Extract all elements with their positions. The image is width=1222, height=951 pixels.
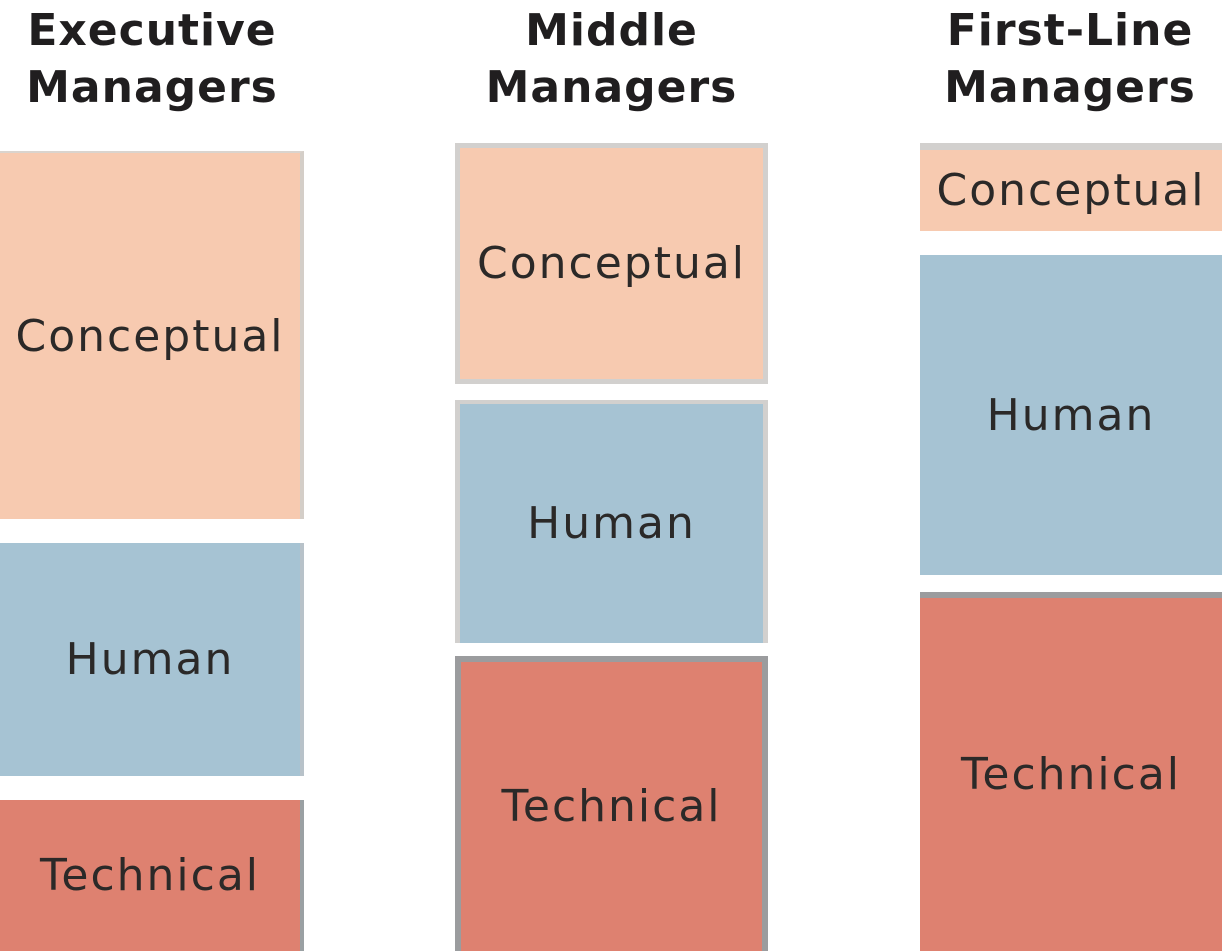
skill-box-fill: Technical — [0, 800, 300, 951]
skill-box-technical: Technical — [455, 656, 768, 951]
skill-box-label: Technical — [501, 781, 722, 832]
column-heading-first-line-managers: First-Line Managers — [918, 2, 1222, 116]
column-heading-executive-managers: Executive Managers — [0, 2, 304, 116]
skill-box-technical: Technical — [0, 800, 304, 951]
skill-box-label: Conceptual — [936, 165, 1206, 216]
skill-box-conceptual: Conceptual — [455, 143, 768, 384]
heading-line: Managers — [485, 62, 738, 113]
skill-box-label: Technical — [39, 850, 261, 901]
skill-box-fill: Conceptual — [920, 150, 1222, 231]
skill-box-label: Conceptual — [15, 310, 285, 362]
skill-box-label: Conceptual — [476, 238, 747, 289]
skill-box-conceptual: Conceptual — [920, 143, 1222, 231]
skill-box-label: Human — [65, 634, 235, 685]
skill-box-fill: Human — [920, 255, 1222, 575]
skill-box-human: Human — [920, 255, 1222, 575]
heading-line: Managers — [26, 62, 278, 113]
skill-box-fill: Human — [0, 543, 300, 776]
heading-line: First-Line — [946, 5, 1194, 56]
heading-line: Managers — [944, 62, 1196, 113]
skill-box-fill: Human — [460, 404, 763, 643]
skill-box-conceptual: Conceptual — [0, 151, 304, 519]
skill-box-fill: Conceptual — [0, 153, 300, 519]
skill-box-fill: Conceptual — [460, 148, 763, 379]
heading-line: Middle — [525, 5, 698, 56]
skill-box-label: Technical — [960, 749, 1182, 800]
skill-box-human: Human — [0, 543, 304, 776]
skill-box-technical: Technical — [920, 592, 1222, 951]
skill-box-label: Human — [527, 498, 696, 549]
skill-box-human: Human — [455, 400, 768, 643]
skill-box-fill: Technical — [461, 662, 762, 951]
heading-line: Executive — [27, 5, 277, 56]
skill-box-label: Human — [986, 389, 1156, 441]
skill-box-fill: Technical — [920, 598, 1222, 951]
column-heading-middle-managers: Middle Managers — [455, 2, 768, 116]
